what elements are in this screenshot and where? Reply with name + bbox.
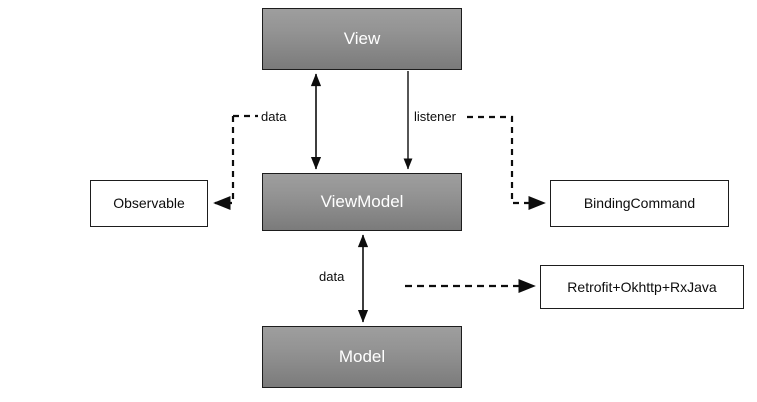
edge-label-listener: listener (414, 109, 456, 124)
node-model[interactable]: Model (262, 326, 462, 388)
edge-label-data-top: data (261, 109, 287, 124)
node-viewmodel[interactable]: ViewModel (262, 173, 462, 231)
node-retrofit-label: Retrofit+Okhttp+RxJava (567, 278, 717, 295)
node-view-label: View (343, 29, 381, 49)
node-observable[interactable]: Observable (90, 180, 208, 227)
node-retrofit[interactable]: Retrofit+Okhttp+RxJava (540, 265, 744, 309)
node-binding-command-label: BindingCommand (583, 195, 696, 212)
node-view[interactable]: View (262, 8, 462, 70)
node-viewmodel-label: ViewModel (320, 192, 404, 212)
node-observable-label: Observable (113, 195, 185, 212)
edge-label-data-bottom: data (319, 269, 345, 284)
node-model-label: Model (338, 347, 386, 367)
edge-data-observable (213, 116, 235, 211)
edge-listener-binding (467, 115, 546, 211)
node-binding-command[interactable]: BindingCommand (550, 180, 729, 227)
